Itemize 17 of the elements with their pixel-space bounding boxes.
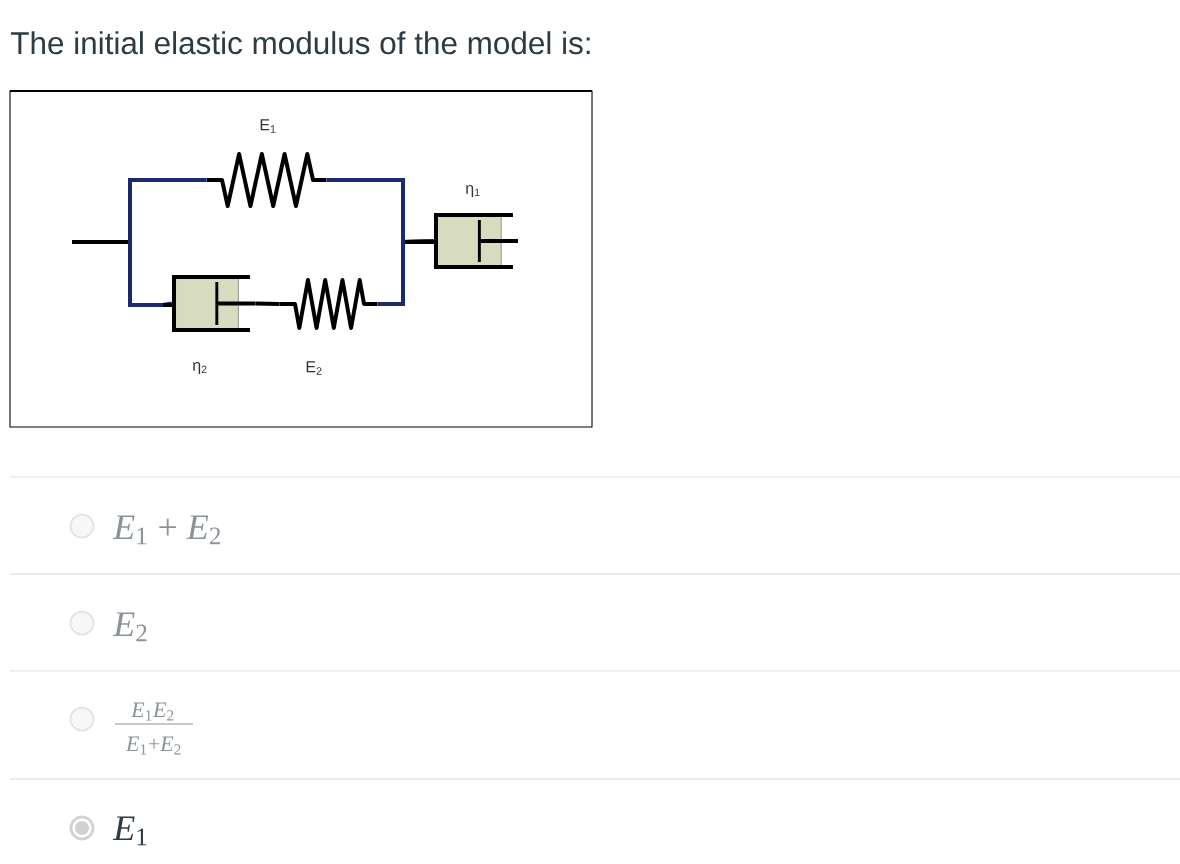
fraction-denominator: E$_{1}$+E$_{2}$ xyxy=(125,736,181,755)
spring-symbol xyxy=(280,278,377,330)
symbol-label: E$_{2}$ xyxy=(306,361,322,375)
math-formula: E$_{1}$ + E$_{2}$ xyxy=(112,515,221,545)
connecting-rod xyxy=(377,239,434,306)
math-formula: E$_{1}$ xyxy=(112,816,147,846)
fraction-numerator: E$_{1}$E$_{2}$ xyxy=(130,702,174,721)
symbol-label: η$_{2}$ xyxy=(193,362,207,374)
connecting-rod xyxy=(72,240,173,307)
symbol-label: E$_{1}$ xyxy=(260,119,276,133)
math-formula: E$_{2}$ xyxy=(112,612,147,642)
spring-symbol xyxy=(207,152,326,208)
question-text: The initial elastic modulus of the model is: xyxy=(11,31,590,55)
symbol-label: η$_{1}$ xyxy=(466,185,480,197)
dashpot-symbol xyxy=(172,275,255,332)
dashpot-symbol xyxy=(434,213,518,269)
connecting-rod xyxy=(255,301,280,306)
